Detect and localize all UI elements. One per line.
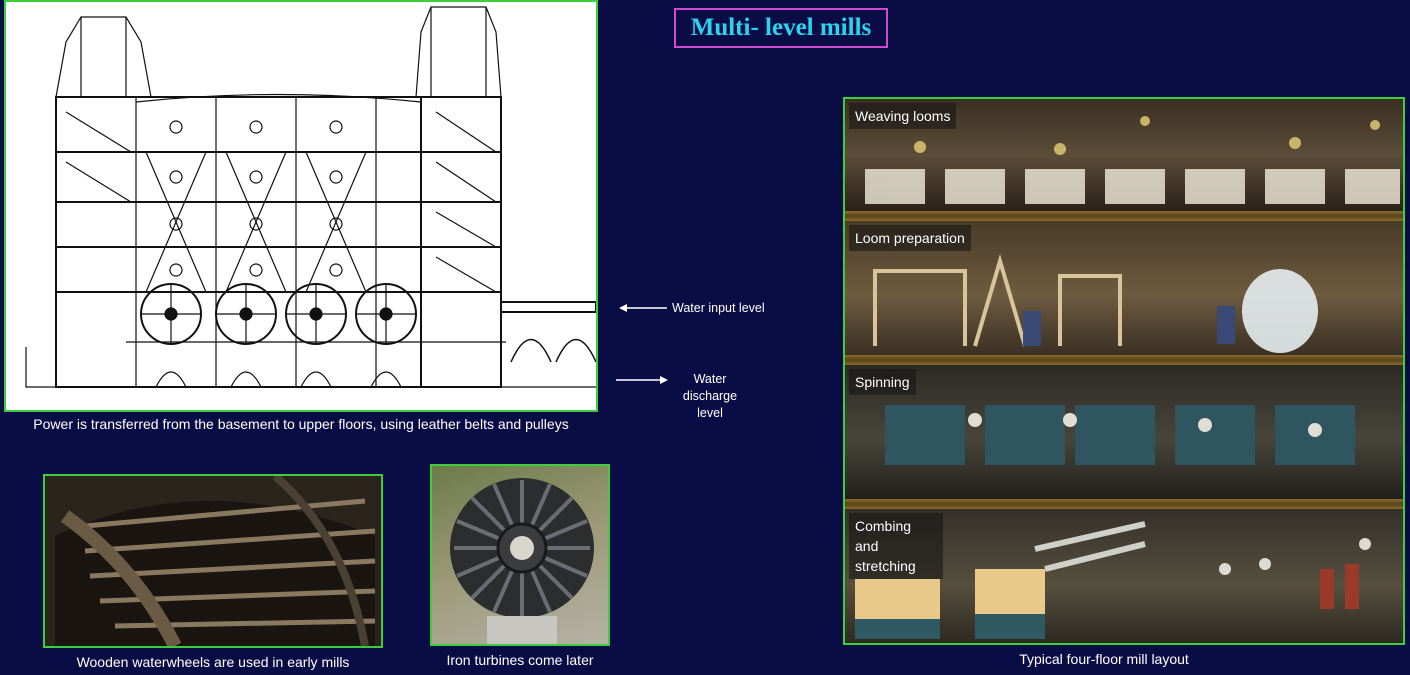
mill-layout-caption: Typical four-floor mill layout <box>1019 651 1189 667</box>
floor-beam <box>845 499 1403 509</box>
spinning-scene <box>885 405 1355 465</box>
arrow-left-icon <box>619 304 667 312</box>
mill-cross-section-diagram <box>4 0 598 412</box>
turbine-illustration <box>450 478 594 644</box>
arrow-right-icon <box>616 376 668 384</box>
floor-label-weaving: Weaving looms <box>849 103 957 129</box>
mill-layout-photo: Weaving looms Loom preparation Spinning <box>843 97 1405 645</box>
iron-turbine-photo <box>430 464 610 646</box>
floor-spinning: Spinning <box>845 365 1403 499</box>
turbine-caption: Iron turbines come later <box>446 652 594 668</box>
floor-combing-stretching: Combing and stretching <box>845 509 1403 643</box>
floor-loom-preparation: Loom preparation <box>845 221 1403 355</box>
loom-preparation-scene <box>873 253 1318 353</box>
page-title: Multi- level mills <box>674 8 888 48</box>
diagram-caption: Power is transferred from the basement t… <box>33 416 569 432</box>
combing-scene <box>855 521 1371 639</box>
floor-label-loom-preparation: Loom preparation <box>849 225 971 251</box>
mill-drawing <box>25 6 596 388</box>
weaving-looms-scene <box>865 116 1400 204</box>
waterwheel-illustration <box>45 476 381 646</box>
waterwheel-caption: Wooden waterwheels are used in early mil… <box>76 654 350 670</box>
water-input-label: Water input level <box>672 301 765 315</box>
floor-beam <box>845 211 1403 221</box>
floor-beam <box>845 355 1403 365</box>
floor-label-spinning: Spinning <box>849 369 916 395</box>
water-discharge-label: Water discharge level <box>682 372 738 420</box>
floor-label-combing: Combing and stretching <box>849 513 943 579</box>
wooden-waterwheel-photo <box>43 474 383 648</box>
floor-weaving-looms: Weaving looms <box>845 99 1403 211</box>
